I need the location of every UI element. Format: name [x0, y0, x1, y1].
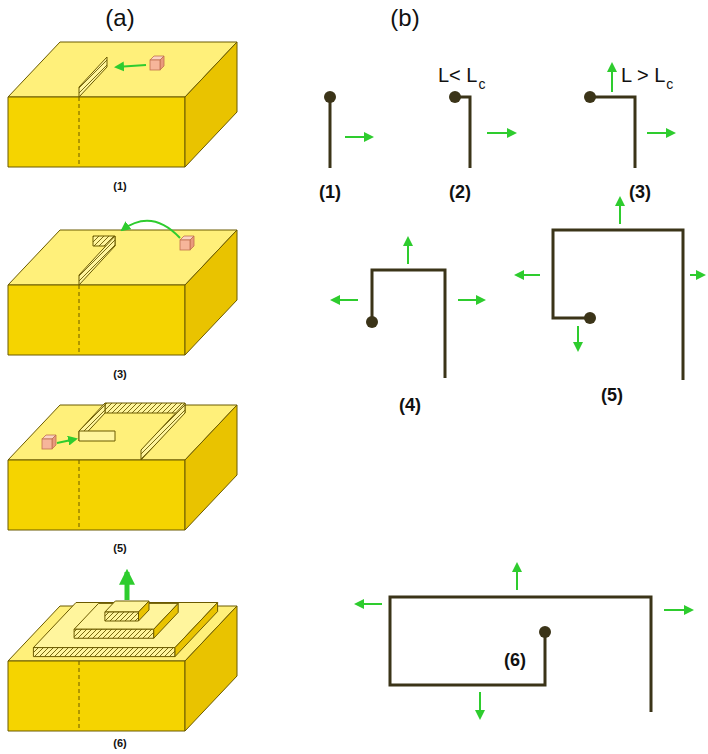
- panel-label: (b): [390, 6, 419, 30]
- callout-number: (3): [113, 369, 126, 380]
- panel-label: (a): [105, 6, 134, 30]
- callout-number: (5): [601, 386, 623, 404]
- callout-number: (1): [319, 183, 341, 201]
- length-condition: L< L: [438, 65, 477, 85]
- subscript: c: [478, 77, 485, 91]
- growth-arrow: [332, 64, 704, 718]
- length-condition: L > L: [621, 65, 665, 85]
- callout-number: (5): [113, 543, 126, 554]
- subscript: c: [666, 77, 673, 91]
- crystal-block: [8, 403, 237, 530]
- step-schematic: [330, 97, 683, 712]
- callout-number: (2): [449, 183, 471, 201]
- callout-number: (3): [629, 183, 651, 201]
- crystal-block: [8, 42, 237, 167]
- callout-number: (6): [504, 651, 526, 669]
- crystal-block: [8, 221, 237, 355]
- callout-number: (6): [113, 738, 126, 749]
- crystal-block: [8, 572, 237, 731]
- dislocation-dot: [324, 91, 596, 638]
- callout-number: (1): [113, 181, 126, 192]
- callout-number: (4): [399, 396, 421, 414]
